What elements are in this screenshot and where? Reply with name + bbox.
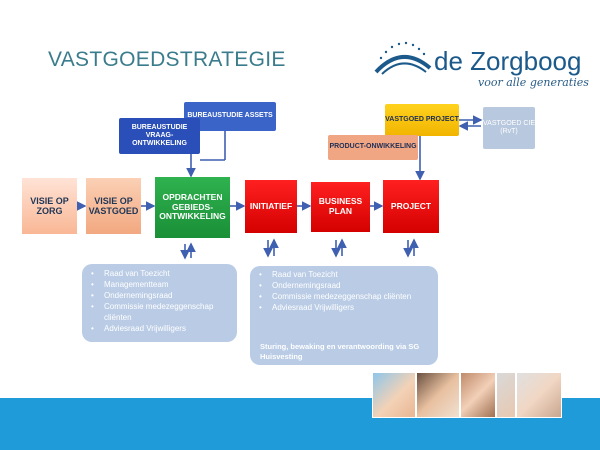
photo-elderly-man — [496, 372, 516, 418]
photo-couple — [460, 372, 496, 418]
product-onwikkeling-box: PRODUCT-ONWIKKELING — [328, 135, 418, 160]
bureaustudie-assets-box: BUREAUSTUDIE ASSETS — [184, 102, 276, 131]
project-box: PROJECT — [383, 180, 439, 233]
stakeholder-item: Ondernemingsraad — [91, 290, 237, 301]
photo-elderly-woman — [516, 372, 562, 418]
stakeholders-panel-left: Raad van Toezicht Managementteam Onderne… — [82, 264, 237, 342]
stakeholder-item: Raad van Toezicht — [259, 269, 438, 280]
vastgoed-cie-box: VASTGOED CIE (RvT) — [483, 107, 535, 149]
stakeholder-item: Raad van Toezicht — [91, 268, 237, 279]
stakeholder-item: Commissie medezeggenschap cliënten — [91, 301, 237, 323]
initiatief-box: INITIATIEF — [245, 180, 297, 233]
vastgoed-project-box: VASTGOED PROJECT — [385, 104, 459, 136]
stakeholder-item: Adviesraad Vrijwilligers — [259, 302, 438, 313]
stakeholder-item: Commissie medezeggenschap cliënten — [259, 291, 438, 302]
visie-op-zorg-box: VISIE OP ZORG — [22, 178, 77, 234]
opdrachten-box: OPDRACHTEN GEBIEDS-ONTWIKKELING — [155, 177, 230, 238]
stakeholder-item: Adviesraad Vrijwilligers — [91, 323, 237, 334]
business-plan-box: BUSINESS PLAN — [311, 182, 370, 232]
stakeholder-item: Ondernemingsraad — [259, 280, 438, 291]
zorgboog-logo-icon — [374, 41, 432, 75]
bureaustudie-vraag-box: BUREAUSTUDIE VRAAG-ONTWIKKELING — [119, 118, 200, 154]
stakeholders-panel-right: Raad van Toezicht Ondernemingsraad Commi… — [250, 266, 438, 365]
logo-tagline: voor alle generaties — [478, 76, 589, 89]
logo-name: de Zorgboog — [434, 46, 582, 76]
panel-footer-note: Sturing, bewaking en verantwoording via … — [260, 342, 420, 361]
photo-child — [372, 372, 416, 418]
photo-father-son — [416, 372, 460, 418]
stakeholder-item: Managementteam — [91, 279, 237, 290]
page-title: VASTGOEDSTRATEGIE — [48, 48, 286, 71]
visie-op-vastgoed-box: VISIE OP VASTGOED — [86, 178, 141, 234]
